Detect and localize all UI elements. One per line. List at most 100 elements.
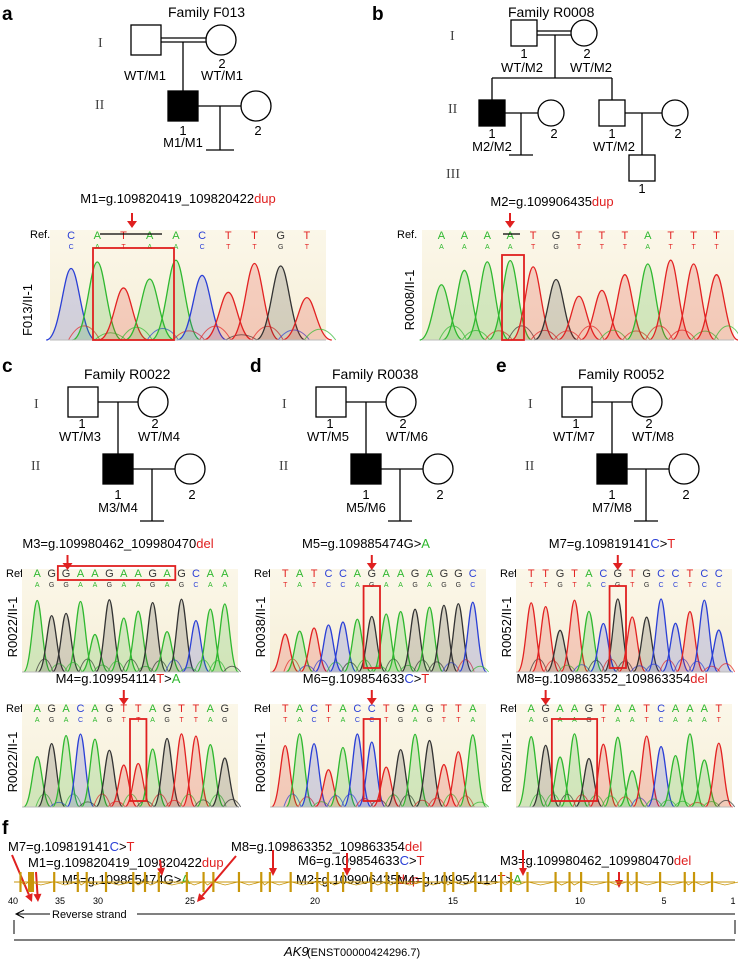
- a-spouse-id: 2: [254, 123, 261, 138]
- variant-label: M1=g.109820419_109820422dup: [28, 855, 224, 870]
- variant-arrowhead: [118, 698, 129, 705]
- ref-base: A: [585, 568, 593, 580]
- trace-peak: [458, 734, 488, 808]
- a-mutation-label: M1=g.109820419_109820422dup: [80, 191, 276, 206]
- variant-arrowhead: [366, 563, 377, 570]
- mother-genotype: WT/M4: [138, 429, 180, 444]
- trace-peak: [704, 742, 734, 808]
- variant-arrow: [159, 859, 162, 869]
- variant-highlight-box: [362, 718, 381, 802]
- exon-8: [607, 872, 610, 892]
- called-base: C: [355, 717, 360, 724]
- ref-base: T: [621, 230, 628, 242]
- called-base: A: [35, 582, 40, 589]
- trace-peak: [429, 763, 458, 808]
- panel-e-letter: e: [496, 356, 507, 377]
- trace-peak: [546, 629, 575, 673]
- intron-segment: [511, 881, 527, 886]
- intron-segment: [371, 881, 386, 886]
- father-genotype: WT/M5: [307, 429, 349, 444]
- ref-label: Ref.: [254, 703, 274, 715]
- trace-noise: [484, 330, 513, 341]
- called-base: G: [107, 582, 112, 589]
- ref-base: C: [368, 703, 376, 715]
- trace-noise: [172, 330, 206, 341]
- called-base: G: [150, 582, 155, 589]
- trace-noise: [341, 793, 360, 808]
- pedigree-a: [130, 24, 272, 151]
- trace-noise: [225, 334, 258, 341]
- called-base: A: [470, 717, 475, 724]
- reverse-strand-label: Reverse strand: [52, 909, 127, 921]
- variant-arrowhead: [62, 563, 73, 570]
- ref-base: G: [368, 568, 377, 580]
- called-base: T: [630, 582, 635, 589]
- ref-base: A: [672, 703, 680, 715]
- trace-noise: [78, 801, 97, 808]
- intron-segment: [239, 881, 261, 886]
- exon-35: [104, 872, 108, 892]
- variant-arrowhead: [343, 868, 351, 876]
- b-sib-genotype: WT/M2: [593, 139, 635, 154]
- called-base: A: [702, 717, 707, 724]
- ref-base: T: [120, 703, 127, 715]
- panel-f-letter: f: [2, 818, 9, 839]
- sample-label: R0022/II-1: [5, 597, 20, 658]
- intron-segment: [145, 881, 158, 886]
- intron-segment: [424, 881, 444, 886]
- ref-label: Ref.: [6, 703, 26, 715]
- family-r0008-title: Family R0008: [508, 4, 595, 20]
- called-base: T: [226, 244, 231, 251]
- exon-9: [580, 872, 583, 892]
- called-base: T: [645, 717, 650, 724]
- ref-base: A: [461, 230, 469, 242]
- ref-base: A: [528, 703, 536, 715]
- ref-label: Ref.: [6, 568, 26, 580]
- trace-noise: [470, 665, 490, 673]
- called-base: T: [544, 582, 549, 589]
- intron-segment: [685, 881, 694, 886]
- variant-label: M6=g.109854633C>T: [298, 853, 425, 868]
- ref-base: A: [149, 703, 157, 715]
- trace-peak: [646, 598, 676, 673]
- trace-noise: [553, 330, 582, 341]
- called-base: T: [326, 717, 331, 724]
- proband-id: 1: [608, 487, 615, 502]
- called-base: A: [673, 717, 678, 724]
- exon-21: [370, 872, 373, 892]
- exon-18: [422, 872, 425, 892]
- ref-base: G: [276, 230, 285, 242]
- called-base: T: [283, 717, 288, 724]
- trace-peak: [704, 629, 733, 673]
- variant-arrowhead: [505, 221, 515, 228]
- ref-label: Ref.: [254, 568, 274, 580]
- mutation-label: M7=g.109819141C>T: [549, 536, 676, 551]
- trace-peak: [415, 739, 444, 808]
- ref-base: T: [542, 568, 549, 580]
- exon-16: [452, 872, 455, 892]
- trace-peak: [153, 630, 182, 673]
- trace-peak: [314, 769, 343, 808]
- ref-base: T: [325, 703, 332, 715]
- b-child-id: 1: [638, 181, 645, 196]
- a-gen1-mother-genotype: WT/M1: [201, 68, 243, 83]
- exon-tick-label: 5: [661, 896, 666, 906]
- gen-i-label: I: [282, 397, 287, 412]
- exon-23: [326, 872, 330, 892]
- trace-peak: [690, 759, 719, 808]
- called-base: A: [208, 582, 213, 589]
- variant-label: M3=g.109980462_109980470del: [500, 853, 691, 868]
- gen-i-label: I: [34, 397, 39, 412]
- variant-arrowhead: [366, 698, 377, 705]
- sample-label: R0052/II-1: [499, 732, 514, 793]
- ref-base: G: [47, 568, 56, 580]
- intron-segment: [159, 881, 186, 886]
- b-gen-ii-label: II: [448, 102, 458, 117]
- trace-peak: [181, 619, 211, 673]
- called-base: G: [553, 244, 558, 251]
